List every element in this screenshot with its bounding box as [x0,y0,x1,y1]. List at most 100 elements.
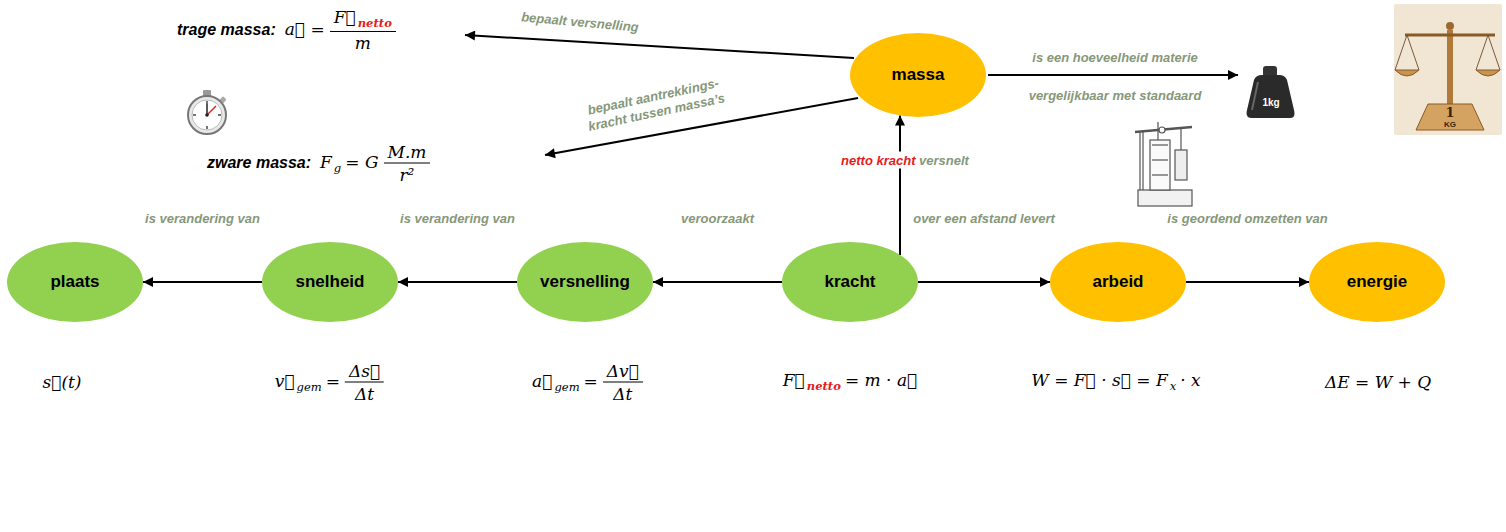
formula-term: Δt [355,384,374,404]
arrow-connector [899,116,901,255]
concept-name: versnelling [540,272,630,292]
formula-part: = [324,371,342,391]
formula-term: v⃗ [275,371,295,391]
fraction: F⃗nettom [330,7,396,53]
concept-ellipse: snelheid [262,242,398,322]
formula-part: gem [554,371,581,391]
edge-label: is verandering van [145,211,260,226]
concept-ellipse: versnelling [517,242,653,322]
formula-part: F [318,152,334,172]
formula-part: F⃗ [781,370,807,390]
annotation-text: 1 [1445,105,1454,120]
formula-term: a⃗ [532,371,552,391]
formula-term: = m · a⃗ [845,370,917,390]
formula-part: g [334,152,343,172]
concept-ellipse: arbeid [1050,242,1186,322]
formula-term: = [584,371,598,391]
formula-term: Δv⃗ [607,361,639,381]
formula-part: Δt [353,384,376,404]
formula-part: = m · a⃗ [843,370,919,390]
balance-scale-picture [1394,4,1502,135]
formula-part: Δt [611,384,634,404]
formula-term: netto [807,380,841,394]
formula-term: r² [399,165,414,185]
formula-part: = [582,371,600,391]
formula-part: a⃗ [530,371,554,391]
fraction: Δs⃗Δt [345,361,384,404]
formula: zware massa: Fg = G M.m r² [205,142,433,185]
formula-part: m [353,33,373,53]
leader-arrow [988,74,1238,76]
formula-term: · x [1180,370,1200,390]
denominator: Δt [345,383,384,404]
concept-name: snelheid [296,272,365,292]
leader-arrow [465,35,854,58]
formula-part: ΔE = W + Q [1323,372,1433,392]
edge-label: is verandering van [400,211,515,226]
ellipse-fill [7,242,143,322]
formula: s⃗(t) [40,372,83,392]
ellipse-fill [262,242,398,322]
edge-label: veroorzaakt [681,211,754,226]
concept-ellipse: energie [1309,242,1445,322]
formula-term: F [320,152,332,172]
formula: trage massa:a⃗ =F⃗nettom [175,7,399,53]
edge-label: over een afstand levert [913,211,1055,226]
concept-name: massa [892,65,945,85]
formula-part: = G [343,152,380,172]
annotation-text: bepaalt aantrekkings- kracht tussen mass… [568,71,741,138]
label-word: netto [841,153,873,168]
formula-part: trage massa: [175,19,283,39]
annotation-text: 1kg [1262,97,1279,108]
formula-part: zware massa: [205,152,318,172]
formula-term: zware massa: [207,154,311,171]
fraction: Δv⃗ Δt [603,361,643,404]
formula-part: netto [358,7,394,27]
concept-ellipse: kracht [782,242,918,322]
concept-ellipse: plaats [7,242,143,322]
formula-term: F⃗ [783,370,805,390]
formula-term: gem [297,380,322,394]
steam-engine-drawing [1135,122,1192,206]
formula-term: ΔE = W + Q [1325,372,1431,392]
formula-term: netto [358,16,392,30]
formula-part: gem [297,371,324,391]
formula: W = F⃗ · s⃗ = Fx· x [1029,370,1202,393]
formula-term: = [326,371,340,391]
formula-part: a⃗ = [283,19,327,39]
formula-term: Δt [613,384,632,404]
arrow-connector [398,281,517,283]
formula: F⃗netto = m · a⃗ [781,370,919,393]
formula: a⃗gem = Δv⃗ Δt [530,361,646,404]
concept-name: energie [1347,272,1407,292]
ellipse-fill [517,242,653,322]
concept-name: kracht [824,272,875,292]
formula-term: = G [345,152,378,172]
annotation-text: is een hoeveelheid materie [1032,50,1197,65]
annotation-text: vergelijkbaar met standaard [1029,88,1202,103]
numerator: Δv⃗ [603,361,643,383]
formula-term: trage massa: [177,21,276,38]
numerator: F⃗netto [330,7,396,32]
formula-term: a⃗ = [285,19,325,39]
arrow-connector [918,281,1050,283]
concept-ellipse: massa [850,33,986,117]
formula-part: x [1170,370,1179,390]
formula-part: Δv⃗ [605,361,641,381]
formula-term: M.m [388,142,427,162]
concept-name: plaats [50,272,99,292]
concept-name: arbeid [1092,272,1143,292]
formula-part: F⃗ [332,7,358,27]
formula-term: gem [554,380,579,394]
annotation-text: bepaalt versnelling [521,9,640,34]
formula-term: m [355,33,371,53]
formula: v⃗gem =Δs⃗Δt [273,361,387,404]
denominator: m [330,32,396,53]
formula-part: v⃗ [273,371,297,391]
formula-term: g [334,161,341,175]
arrow-connector [143,281,262,283]
formula-term: s⃗(t) [42,372,81,392]
ellipse-fill [1050,242,1186,322]
formula-term: W = F⃗ · s⃗ = F [1031,370,1168,390]
